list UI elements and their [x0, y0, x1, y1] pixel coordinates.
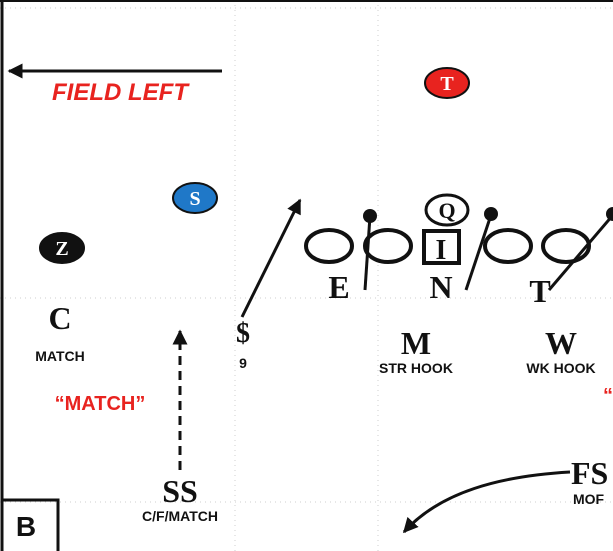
- star-label: $: [236, 318, 250, 349]
- end-slant: [363, 215, 372, 291]
- free-safety-label: FS: [571, 455, 608, 491]
- will-assignment: WK HOOK: [526, 360, 595, 376]
- nose-slant: [464, 214, 493, 291]
- tackle-label: T: [529, 273, 550, 309]
- free-safety-assignment: MOF: [573, 491, 605, 507]
- strong-safety-assignment: C/F/MATCH: [142, 508, 218, 524]
- match-call-text-cut: “: [603, 385, 613, 407]
- z-marker-label: Z: [55, 238, 68, 260]
- s-marker-label: S: [189, 188, 200, 210]
- t-marker-label: T: [440, 73, 454, 95]
- ol-left-tackle: [304, 228, 354, 264]
- ol-center: [422, 229, 461, 265]
- star-number: 9: [239, 355, 247, 371]
- dline-slants: [363, 214, 613, 291]
- nose-dot: [484, 207, 498, 221]
- match-call-text: “MATCH”: [55, 393, 146, 415]
- nose-label: N: [429, 269, 452, 305]
- ol-right-guard: [483, 228, 533, 264]
- corner-assignment: MATCH: [35, 348, 85, 364]
- mike-assignment: STR HOOK: [379, 360, 453, 376]
- quarterback-marker: Q: [424, 193, 470, 227]
- ol-right-tackle: [541, 228, 591, 264]
- fs-route-arrow: [402, 470, 571, 534]
- defensive-line-labels: E N T: [328, 269, 550, 309]
- z-marker: Z: [39, 232, 85, 264]
- quarterback-label: Q: [438, 198, 455, 223]
- dline-dots: [363, 207, 613, 223]
- tackle-dot: [606, 207, 613, 221]
- panel-label-box: B: [2, 498, 60, 551]
- tackle-slant: [547, 214, 613, 291]
- field-direction-label: FIELD LEFT: [52, 79, 190, 106]
- s-marker: S: [172, 182, 218, 214]
- star-route-arrow: [240, 198, 302, 318]
- offensive-line: [304, 228, 591, 265]
- mike-label: M: [401, 325, 431, 361]
- strong-safety-label: SS: [162, 473, 198, 509]
- end-dot: [363, 209, 377, 223]
- end-label: E: [328, 269, 349, 305]
- center-label: I: [436, 235, 447, 266]
- will-label: W: [545, 325, 577, 361]
- panel-label: B: [16, 511, 36, 542]
- corner-label: C: [48, 300, 71, 336]
- t-marker: T: [424, 67, 470, 99]
- ol-left-guard: [363, 228, 413, 264]
